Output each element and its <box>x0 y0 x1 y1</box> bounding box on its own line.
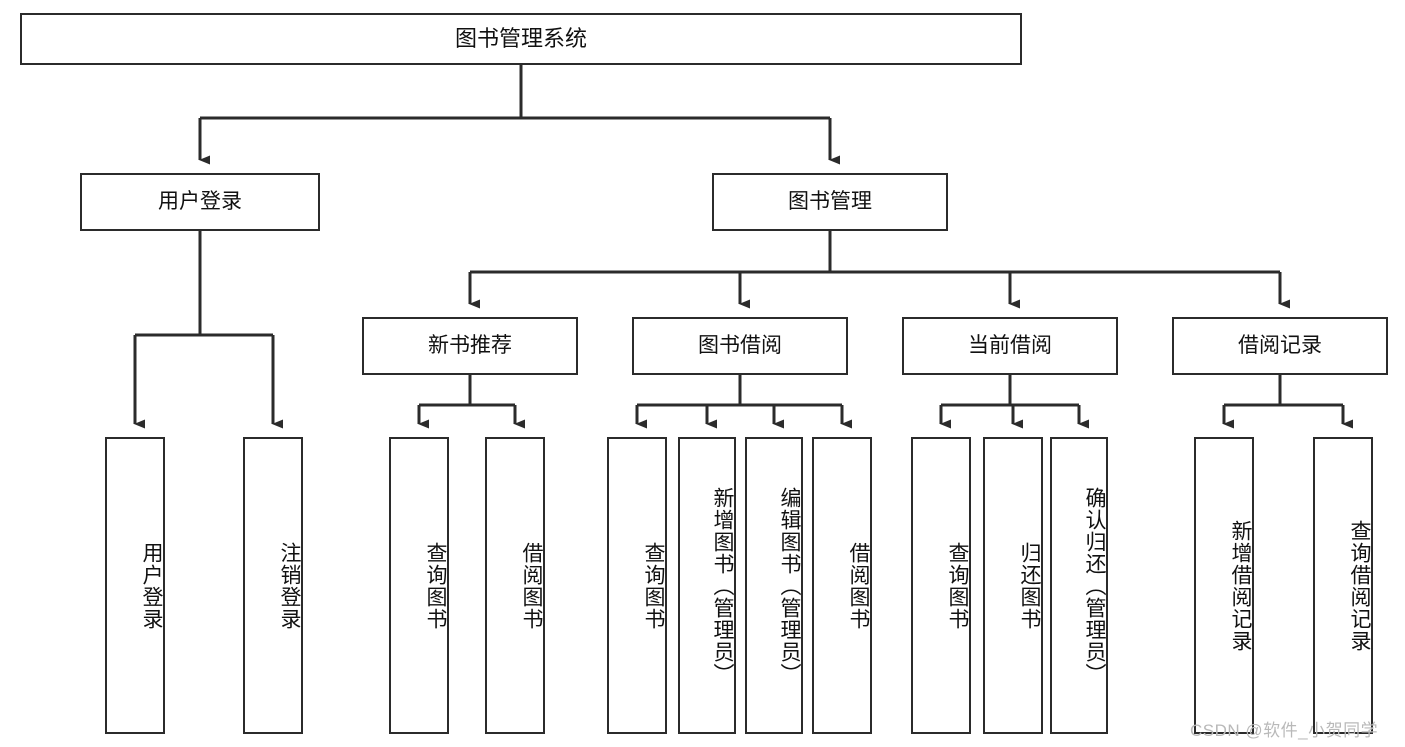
csdn-watermark-text: CSDN @软件_小贺同学 <box>1190 721 1379 740</box>
node-leaf-borrow-book-2-label: 借阅图书 <box>847 541 870 630</box>
node-leaf-edit-book-label: 编辑图书（管理员） <box>778 486 801 685</box>
node-leaf-return-book-label: 归还图书 <box>1018 541 1041 630</box>
node-leaf-add-record-label: 新增借阅记录 <box>1229 519 1252 652</box>
csdn-watermark: CSDN @软件_小贺同学 <box>1190 716 1378 741</box>
node-leaf-query-book-2-label: 查询图书 <box>642 541 665 630</box>
node-root[interactable]: 图书管理系统 <box>20 13 1022 65</box>
node-book-manage[interactable]: 图书管理 <box>712 173 948 231</box>
node-leaf-add-record[interactable]: 新增借阅记录 <box>1194 437 1254 734</box>
node-leaf-user-logout[interactable]: 注销登录 <box>243 437 303 734</box>
node-leaf-user-logout-label: 注销登录 <box>278 541 301 630</box>
node-borrow-record-label: 借阅记录 <box>1238 333 1322 357</box>
node-leaf-query-book-1-label: 查询图书 <box>424 541 447 630</box>
node-leaf-borrow-book-2[interactable]: 借阅图书 <box>812 437 872 734</box>
node-leaf-add-book-label: 新增图书（管理员） <box>711 486 734 685</box>
node-current-borrow-label: 当前借阅 <box>968 333 1052 357</box>
node-root-label: 图书管理系统 <box>454 26 587 52</box>
node-leaf-query-book-3-label: 查询图书 <box>946 541 969 630</box>
node-new-book-recommend-label: 新书推荐 <box>428 333 512 357</box>
node-current-borrow[interactable]: 当前借阅 <box>902 317 1118 375</box>
node-book-manage-label: 图书管理 <box>788 189 872 213</box>
node-leaf-borrow-book-1[interactable]: 借阅图书 <box>485 437 545 734</box>
node-leaf-edit-book[interactable]: 编辑图书（管理员） <box>745 437 803 734</box>
node-user-login-label: 用户登录 <box>158 189 242 213</box>
node-leaf-confirm-return-label: 确认归还（管理员） <box>1083 486 1106 685</box>
node-leaf-query-book-3[interactable]: 查询图书 <box>911 437 971 734</box>
node-leaf-query-book-2[interactable]: 查询图书 <box>607 437 667 734</box>
node-leaf-borrow-book-1-label: 借阅图书 <box>520 541 543 630</box>
node-borrow-record[interactable]: 借阅记录 <box>1172 317 1388 375</box>
node-leaf-query-book-1[interactable]: 查询图书 <box>389 437 449 734</box>
node-book-borrow[interactable]: 图书借阅 <box>632 317 848 375</box>
node-leaf-query-record[interactable]: 查询借阅记录 <box>1313 437 1373 734</box>
node-new-book-recommend[interactable]: 新书推荐 <box>362 317 578 375</box>
node-user-login[interactable]: 用户登录 <box>80 173 320 231</box>
node-leaf-add-book[interactable]: 新增图书（管理员） <box>678 437 736 734</box>
node-leaf-user-login[interactable]: 用户登录 <box>105 437 165 734</box>
node-leaf-query-record-label: 查询借阅记录 <box>1348 519 1371 652</box>
node-book-borrow-label: 图书借阅 <box>698 333 782 357</box>
node-leaf-return-book[interactable]: 归还图书 <box>983 437 1043 734</box>
node-leaf-confirm-return[interactable]: 确认归还（管理员） <box>1050 437 1108 734</box>
node-leaf-user-login-label: 用户登录 <box>140 541 163 630</box>
